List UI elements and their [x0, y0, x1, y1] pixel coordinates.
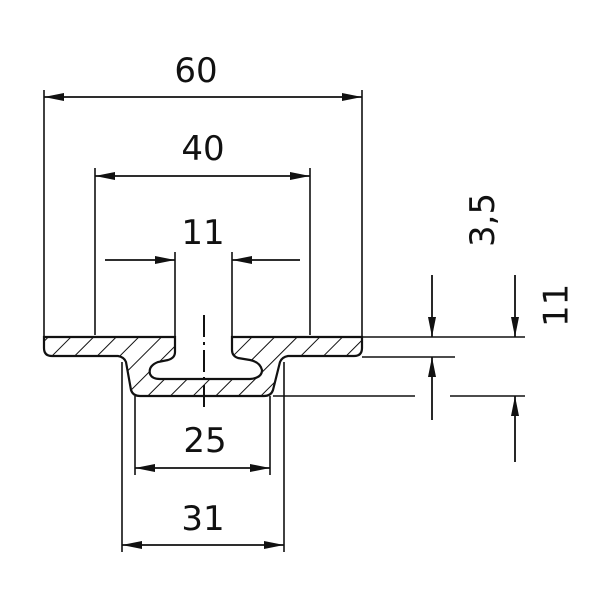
dim-label-11-vertical: 11 — [536, 284, 576, 327]
dim-label-25: 25 — [183, 421, 226, 461]
extension-lines — [43, 90, 525, 552]
dim-label-40: 40 — [181, 129, 224, 169]
dim-label-60: 60 — [174, 51, 217, 91]
dim-label-31: 31 — [181, 499, 224, 539]
dim-label-11: 11 — [181, 213, 224, 253]
dim-label-3-5: 3,5 — [463, 193, 503, 247]
dimension-lines — [44, 93, 519, 549]
